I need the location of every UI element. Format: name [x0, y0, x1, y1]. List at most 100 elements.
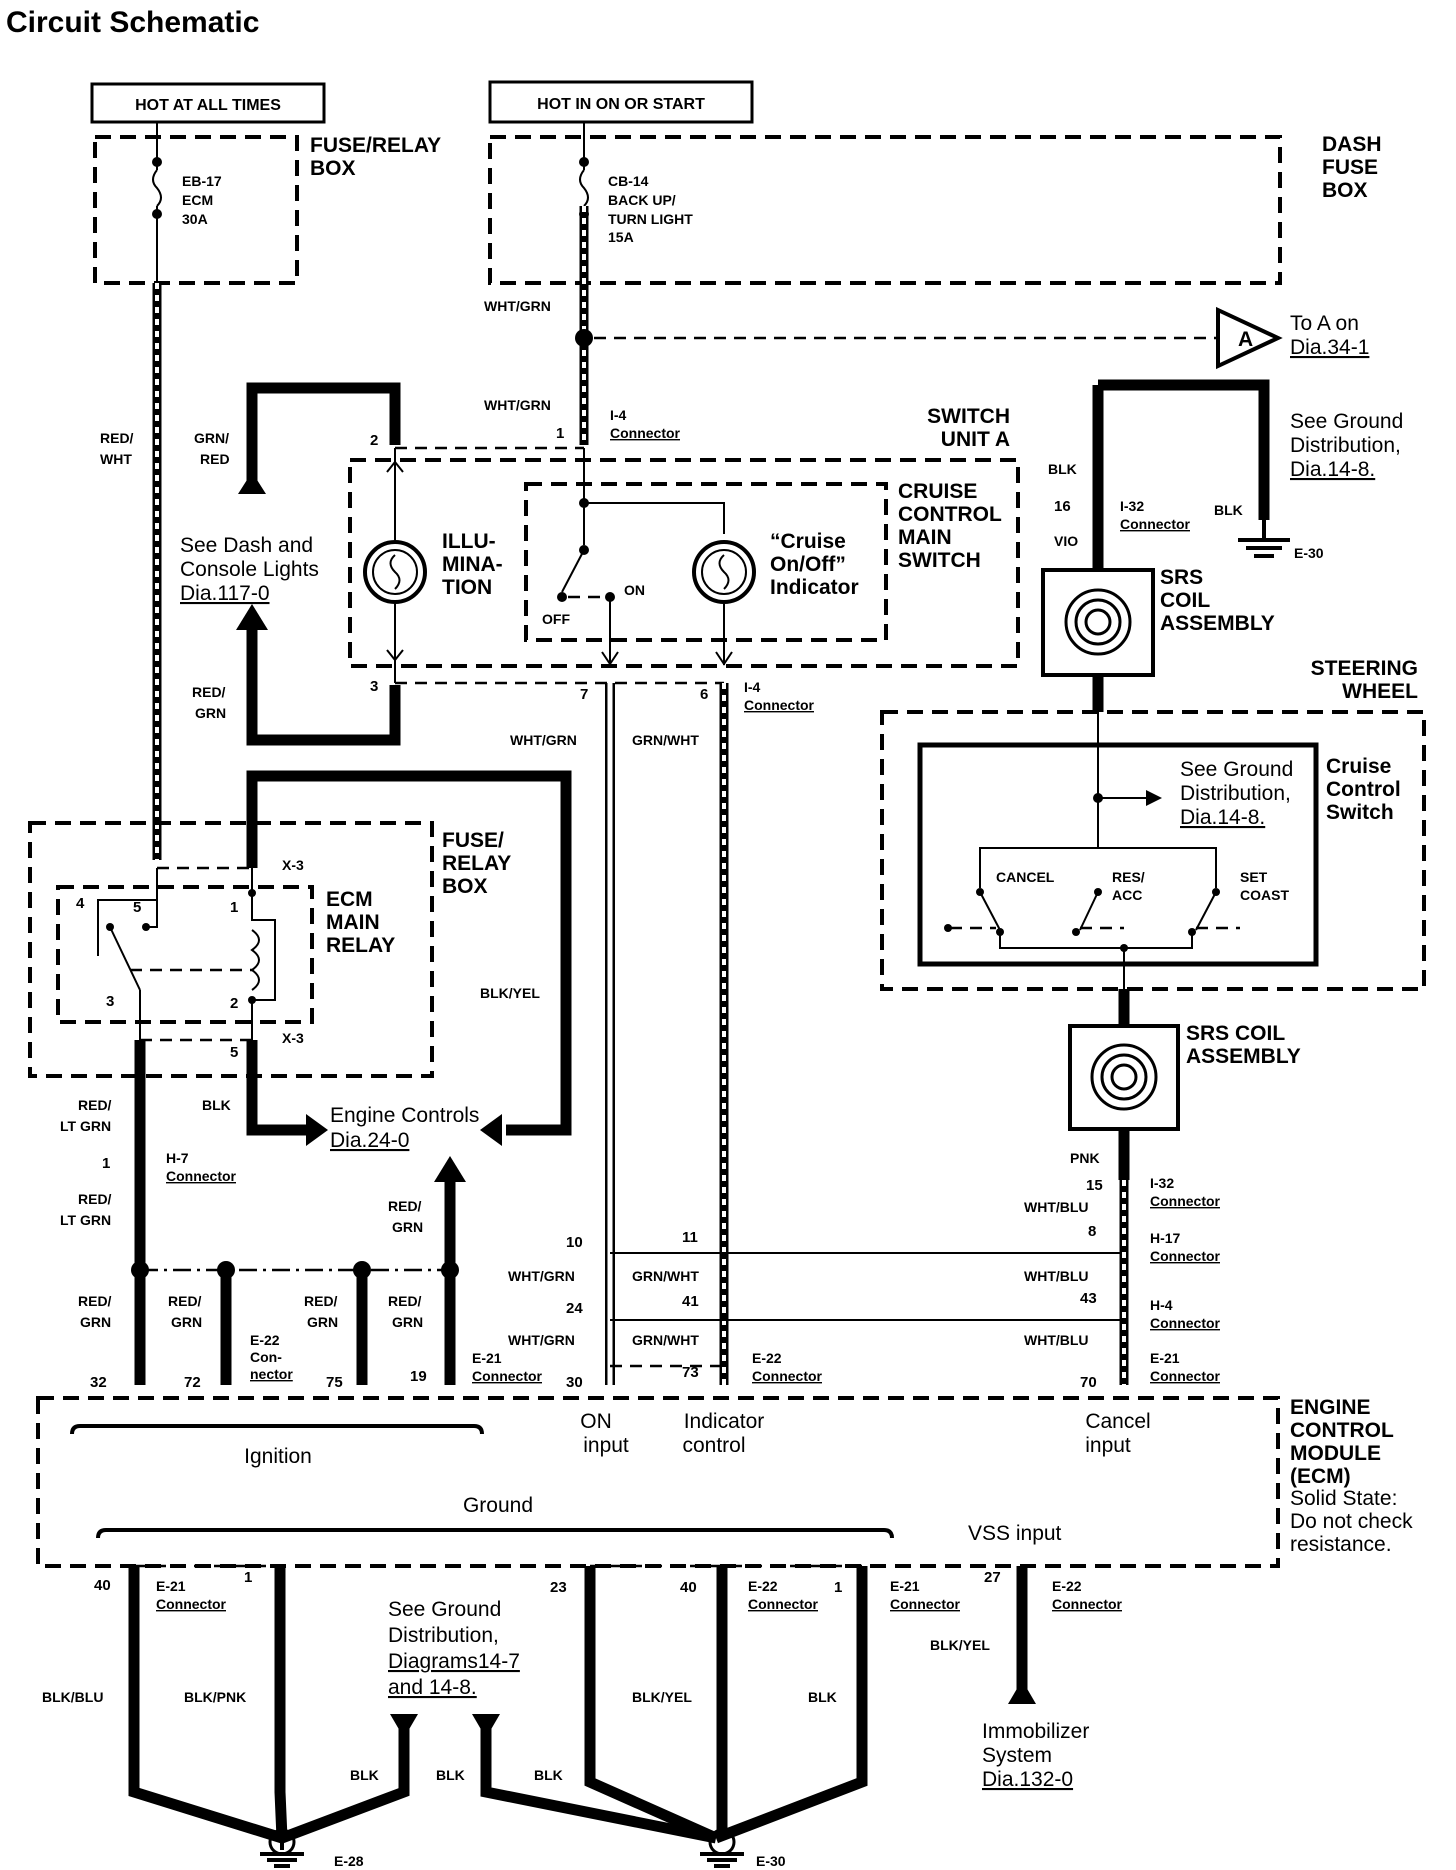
switch-bus-top — [979, 847, 1217, 888]
ecm-relay-title-3: RELAY — [326, 934, 395, 957]
ind-arrow-down — [715, 651, 733, 666]
srs-coil-assembly-top — [1041, 568, 1155, 677]
red-wht-label-1: RED/ — [100, 430, 134, 446]
relay-pin-5a: 5 — [133, 899, 141, 916]
blk-yel-label-2: BLK/YEL — [632, 1689, 692, 1705]
ground-dist-sw-3: Dia.14-8. — [1180, 806, 1265, 829]
e21-bl-connector: Connector — [156, 1596, 227, 1612]
wht-grn-label-3: WHT/GRN — [510, 732, 577, 748]
ignition-label: Ignition — [244, 1445, 312, 1468]
e21-left-id: E-21 — [472, 1350, 502, 1366]
set-label-1: SET — [1240, 869, 1268, 885]
srs1-title-1: SRS — [1160, 566, 1203, 589]
cb14-fuse-symbol — [579, 169, 589, 207]
i4-top-id: I-4 — [610, 407, 627, 423]
rg-c1: RED/ — [304, 1293, 338, 1309]
cruise-control-switch-box — [917, 742, 1319, 967]
pin-43: 43 — [1080, 1290, 1097, 1307]
blk-label-ground: BLK — [1214, 502, 1243, 518]
srs1-title-2: COIL — [1160, 589, 1210, 612]
rg-b1: RED/ — [168, 1293, 202, 1309]
red-grn-up-1: RED/ — [388, 1198, 422, 1214]
blk-e30-arrow — [472, 1714, 500, 1738]
blk-e28-arrow — [390, 1714, 418, 1738]
e30-ground-icon-bottom — [700, 1852, 744, 1868]
srs2-title-2: ASSEMBLY — [1186, 1045, 1301, 1068]
switch-on-label: ON — [624, 582, 645, 598]
e22-brr-connector: Connector — [1052, 1596, 1123, 1612]
blk-pnk-ground-wire — [274, 1566, 288, 1839]
fuse-relay-mid-2: RELAY — [442, 852, 511, 875]
srs-coil-ring-bottom-2 — [1100, 1053, 1148, 1101]
dash-lights-note-3: Dia.117-0 — [180, 582, 270, 605]
x3-top-label: X-3 — [282, 857, 304, 873]
h4-connector: Connector — [1150, 1315, 1221, 1331]
ecm-main-relay-box — [56, 885, 314, 1024]
ecm-title-3: MODULE — [1290, 1442, 1381, 1465]
cancel-input-2: input — [1085, 1434, 1131, 1457]
pin-24: 24 — [566, 1300, 583, 1317]
srs-coil-ring-bottom-3 — [1110, 1063, 1138, 1091]
res-blade — [1079, 891, 1099, 931]
pin-3-switch: 3 — [370, 678, 378, 695]
pin-40-a: 40 — [94, 1577, 111, 1594]
ground-dist-note-1: See Ground — [1290, 410, 1403, 433]
ecm-note-1: Solid State: — [1290, 1487, 1397, 1510]
blk-engine-wire — [246, 1040, 308, 1136]
e30-label-top: E-30 — [1294, 545, 1324, 561]
ground-diag-note-2: Distribution, — [388, 1624, 499, 1647]
cruise-main-title-1: CRUISE — [898, 480, 977, 503]
rg-a2: GRN — [80, 1314, 111, 1330]
vss-input-label: VSS input — [968, 1522, 1062, 1545]
cruise-main-title-4: SWITCH — [898, 549, 981, 572]
fuse-relay-box-top — [93, 135, 299, 285]
cb14-node-top — [579, 157, 589, 167]
switch-ground-arrow — [1146, 790, 1162, 806]
indicator-feed — [584, 502, 725, 534]
grn-red-label-1: GRN/ — [194, 430, 229, 446]
relay-node-2 — [248, 996, 256, 1004]
relay-pin-4: 4 — [76, 895, 85, 912]
hot-at-all-times-box — [90, 82, 326, 124]
e28-ground-icon — [260, 1852, 304, 1868]
wht-blu-label-3: WHT/BLU — [1024, 1332, 1089, 1348]
engine-controls-note-2: Dia.24-0 — [330, 1129, 409, 1152]
ground-diag-note-4: and 14-8. — [388, 1676, 477, 1699]
grn-red-wire — [246, 382, 401, 490]
steering-title-2: WHEEL — [1342, 680, 1418, 703]
fuse-relay-top-title-2: BOX — [310, 157, 356, 180]
e28-label: E-28 — [334, 1853, 364, 1869]
cruise-main-title-2: CONTROL — [898, 503, 1002, 526]
indicator-bulb-inner — [701, 549, 747, 595]
to-a-letter: A — [1238, 328, 1253, 351]
cb14-label-3: TURN LIGHT — [608, 211, 693, 227]
pin-41: 41 — [682, 1293, 699, 1310]
i4-bottom-connector: Connector — [744, 697, 815, 713]
x3-bottom-label: X-3 — [282, 1030, 304, 1046]
srs1-title-3: ASSEMBLY — [1160, 612, 1275, 635]
dash-fuse-box — [488, 135, 1282, 285]
srs-coil-assembly-bottom — [1068, 1024, 1180, 1131]
pin-1-a: 1 — [244, 1569, 252, 1586]
ecm-relay-title-2: MAIN — [326, 911, 380, 934]
immob-note-3: Dia.132-0 — [982, 1768, 1073, 1791]
i32-top-id: I-32 — [1120, 498, 1144, 514]
ecm-note-3: resistance. — [1290, 1533, 1392, 1556]
cruise-sw-title-2: Control — [1326, 778, 1401, 801]
blk-label-e30-b: BLK — [534, 1767, 563, 1783]
cruise-sw-title-1: Cruise — [1326, 755, 1391, 778]
red-grn-up-2: GRN — [392, 1219, 423, 1235]
e30-label-bottom: E-30 — [756, 1853, 786, 1869]
hot-in-on-start-label: HOT IN ON OR START — [537, 96, 705, 113]
e22-left-id: E-22 — [250, 1332, 280, 1348]
eb17-fuse-symbol — [152, 169, 162, 207]
switch-output-node — [1120, 944, 1128, 952]
cancel-pin — [944, 924, 952, 932]
pin-30: 30 — [566, 1374, 583, 1391]
ground-dist-sw-1: See Ground — [1180, 758, 1293, 781]
switch-unit-a-box — [348, 458, 1020, 668]
cruise-sw-title-3: Switch — [1326, 801, 1394, 824]
i32-bottom-connector: Connector — [1150, 1193, 1221, 1209]
i32-top-connector: Connector — [1120, 516, 1191, 532]
